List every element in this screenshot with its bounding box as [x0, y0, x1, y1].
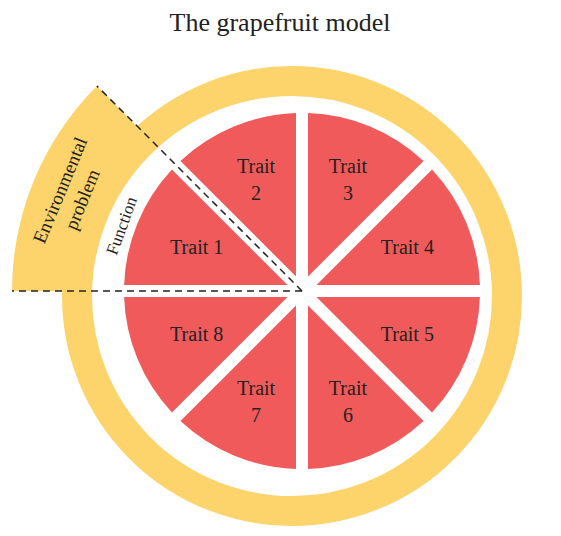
trait-label: Trait 8	[157, 321, 237, 348]
segment-fill	[308, 305, 424, 468]
trait-label: Trait 4	[367, 234, 447, 261]
trait-label: Trait 5	[367, 321, 447, 348]
dashed-boundary	[97, 86, 151, 140]
problem-wedge: Environmental problem	[12, 85, 152, 291]
segment-shape	[316, 169, 480, 285]
diagram-title: The grapefruit model	[170, 7, 391, 39]
wedge-fill	[12, 86, 151, 291]
trait-segment: Trait 4	[316, 169, 480, 285]
segment-fill	[124, 297, 287, 413]
segment-fill	[180, 113, 296, 276]
dashed-boundary	[12, 290, 89, 292]
dashed-boundary	[89, 290, 302, 292]
trait-label: Trait 7	[231, 375, 281, 429]
trait-label: Trait 3	[323, 153, 373, 207]
trait-label: Trait 2	[231, 153, 281, 207]
trait-label: Trait 6	[323, 375, 373, 429]
segment-fill	[316, 169, 479, 285]
trait-label: Trait 1	[157, 234, 237, 261]
